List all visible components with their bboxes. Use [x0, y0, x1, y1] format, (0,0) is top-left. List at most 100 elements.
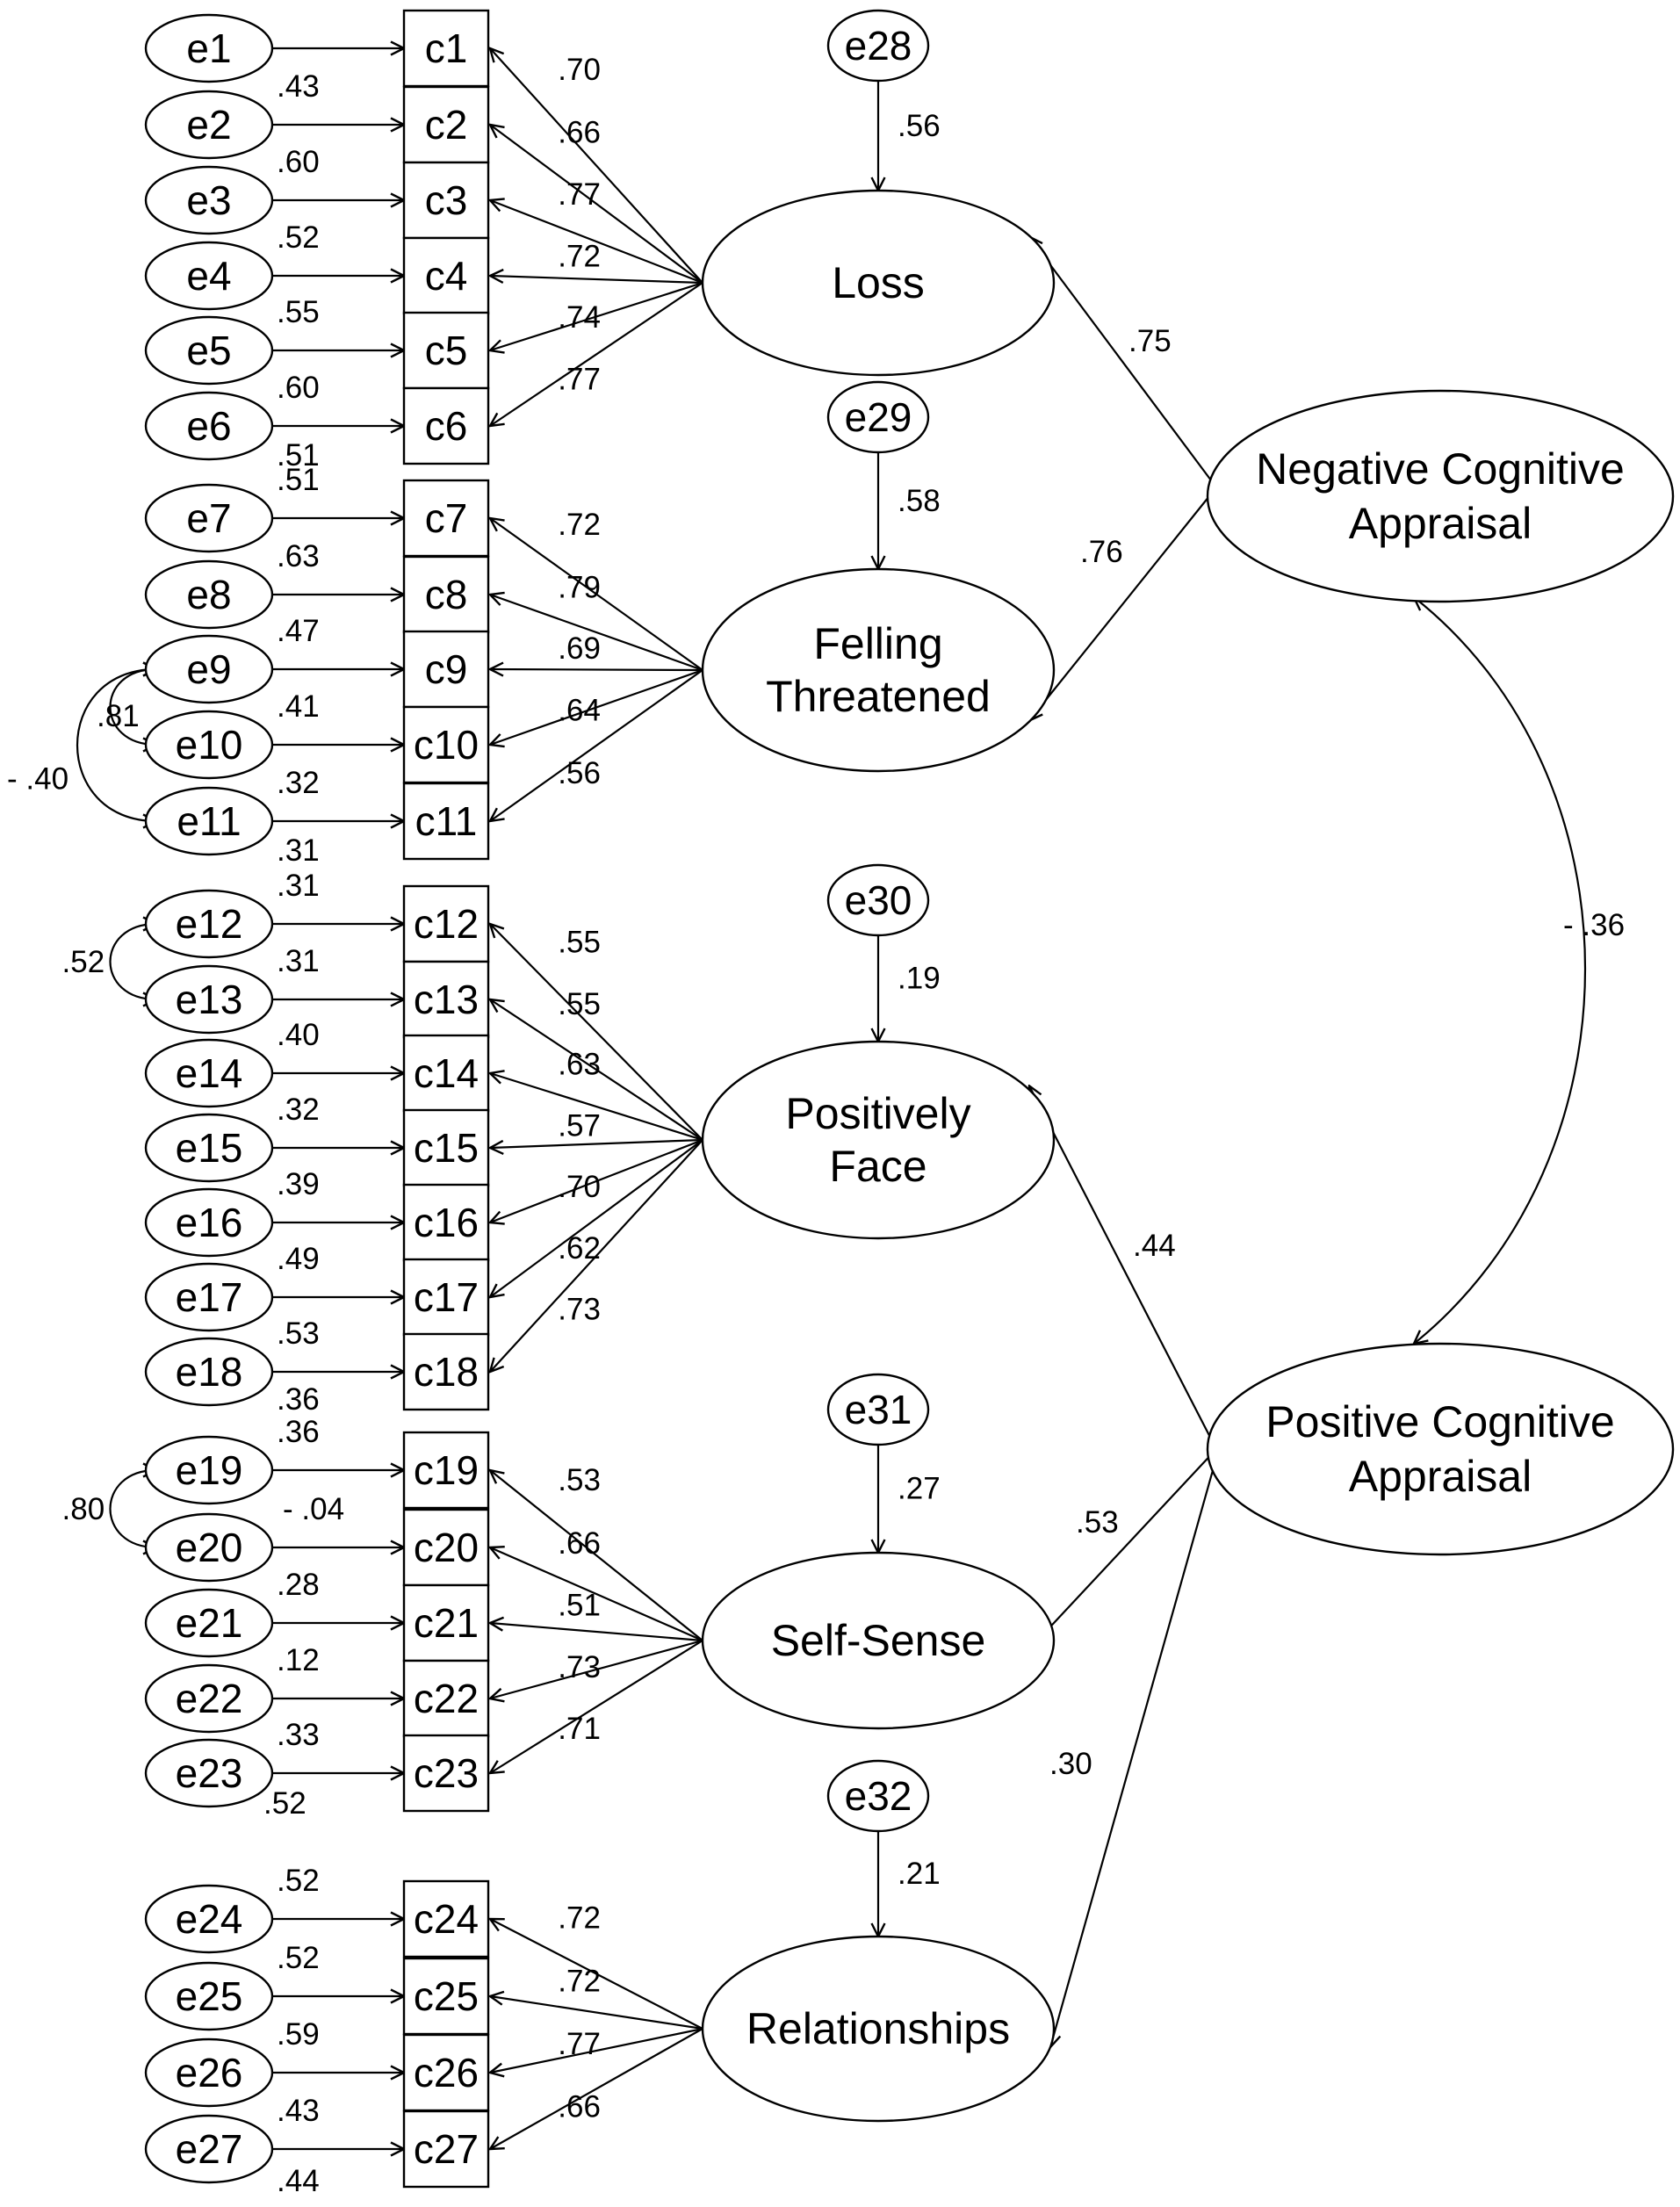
- error-coefficient: .52: [277, 220, 320, 255]
- latent-factor-label: Loss: [832, 258, 925, 307]
- disturbance-coefficient: .56: [898, 109, 941, 143]
- error-label: e18: [176, 1349, 243, 1395]
- structural-path-arrow: [1029, 237, 1217, 488]
- loading-coefficient: .74: [558, 300, 601, 335]
- error-ellipse: [144, 889, 274, 959]
- indicator-label: c26: [414, 2050, 479, 2095]
- error-label: e4: [186, 253, 231, 299]
- latent-factor-label: Self-Sense: [771, 1616, 986, 1665]
- error-coefficient: .51: [277, 463, 320, 497]
- error-ellipse: [144, 1113, 274, 1183]
- error-label: e21: [176, 1600, 243, 1646]
- indicator-box: [402, 386, 490, 465]
- indicator-label: c21: [414, 1600, 479, 1646]
- structural-path-arrow: [1029, 1448, 1217, 1649]
- latent-factor-label: Felling: [813, 619, 942, 668]
- error-coefficient: .53: [277, 1316, 320, 1351]
- error-coefficient: .60: [277, 145, 320, 179]
- loading-coefficient: .71: [558, 1712, 601, 1746]
- error-ellipse: [144, 2114, 274, 2184]
- error-ellipse: [144, 1435, 274, 1505]
- indicator-label: c20: [414, 1525, 479, 1570]
- loading-arrow: [490, 1919, 703, 2030]
- loading-arrow: [490, 1996, 703, 2030]
- latent-factor-label: Positively: [785, 1089, 970, 1138]
- loading-coefficient: .72: [558, 1965, 601, 1999]
- factor-correlation-arc: [1414, 597, 1587, 1344]
- error-label: e12: [176, 901, 243, 947]
- indicator-label: c11: [415, 798, 478, 844]
- disturbance-label: e28: [845, 23, 912, 69]
- indicator-box: [402, 1734, 490, 1813]
- diagram-nodes: c1e1c2e2c3e3c4e4c5e5c6e6c7e7c8e8c9e9c10e…: [144, 9, 1675, 2189]
- indicator-label: c8: [425, 572, 468, 617]
- indicator-box: [402, 705, 490, 784]
- loading-arrow: [490, 48, 703, 284]
- loading-coefficient: .77: [558, 177, 601, 212]
- loading-arrow: [490, 281, 703, 350]
- loading-arrow: [490, 1640, 703, 1773]
- indicator-label: c22: [414, 1676, 479, 1721]
- error-label: e24: [176, 1896, 243, 1942]
- error-ellipse: [144, 710, 274, 780]
- loading-arrow: [490, 2027, 703, 2073]
- error-label: e9: [186, 646, 231, 692]
- indicator-box: [402, 1431, 490, 1510]
- error-label: e13: [176, 977, 243, 1022]
- error-label: e25: [176, 1973, 243, 2019]
- error-ellipse: [144, 634, 274, 704]
- error-coefficient: .52: [277, 1941, 320, 1975]
- error-ellipse: [144, 1512, 274, 1583]
- error-ellipse: [144, 964, 274, 1035]
- latent-factor-label: Threatened: [766, 672, 991, 721]
- loading-coefficient: .77: [558, 2027, 601, 2061]
- loading-coefficient: .72: [558, 508, 601, 542]
- error-label: e8: [186, 572, 231, 617]
- error-coefficient: .60: [277, 371, 320, 405]
- loading-coefficient: .57: [558, 1108, 601, 1143]
- disturbance-ellipse: [826, 1759, 930, 1833]
- loading-coefficient: .53: [558, 1463, 601, 1497]
- error-label: e5: [186, 328, 231, 373]
- structural-path-coefficient: .30: [1049, 1747, 1092, 1781]
- error-label: e16: [176, 1200, 243, 1245]
- error-ellipse: [144, 1961, 274, 2031]
- error-ellipse: [144, 483, 274, 553]
- indicator-box: [402, 1258, 490, 1337]
- error-ellipse: [144, 90, 274, 160]
- loading-arrow: [490, 2028, 703, 2149]
- second-order-factor-label: Appraisal: [1349, 1452, 1532, 1501]
- loading-arrow: [490, 595, 703, 672]
- error-label: e19: [176, 1447, 243, 1493]
- error-ellipse: [144, 391, 274, 461]
- loading-arrow: [490, 518, 703, 671]
- error-coefficient: .43: [277, 69, 320, 104]
- structural-path-coefficient: .44: [1133, 1229, 1176, 1263]
- loading-coefficient: .79: [558, 570, 601, 604]
- error-label: e27: [176, 2126, 243, 2172]
- error-ellipse: [144, 241, 274, 311]
- loading-arrow: [490, 1138, 703, 1223]
- error-ellipse: [144, 13, 274, 83]
- loading-arrow: [490, 276, 703, 285]
- error-covariance-coefficient: .80: [62, 1492, 105, 1526]
- error-label: e10: [176, 722, 243, 768]
- indicator-box: [402, 9, 490, 88]
- loading-arrow: [490, 1547, 703, 1642]
- structural-path-coefficient: .53: [1076, 1505, 1119, 1540]
- indicator-box: [402, 782, 490, 861]
- error-coefficient: .55: [277, 295, 320, 329]
- indicator-label: c16: [414, 1200, 479, 1245]
- loading-coefficient: .66: [558, 2089, 601, 2124]
- error-coefficient: .51: [277, 438, 320, 472]
- loading-arrow: [490, 999, 703, 1141]
- error-coefficient: .47: [277, 614, 320, 648]
- indicator-box: [402, 884, 490, 963]
- indicator-label: c19: [414, 1447, 479, 1493]
- loading-arrow: [490, 1138, 703, 1148]
- error-label: e11: [177, 798, 241, 844]
- error-ellipse: [144, 1337, 274, 1407]
- error-covariance-arc: [109, 669, 157, 745]
- error-coefficient: .43: [277, 2094, 320, 2128]
